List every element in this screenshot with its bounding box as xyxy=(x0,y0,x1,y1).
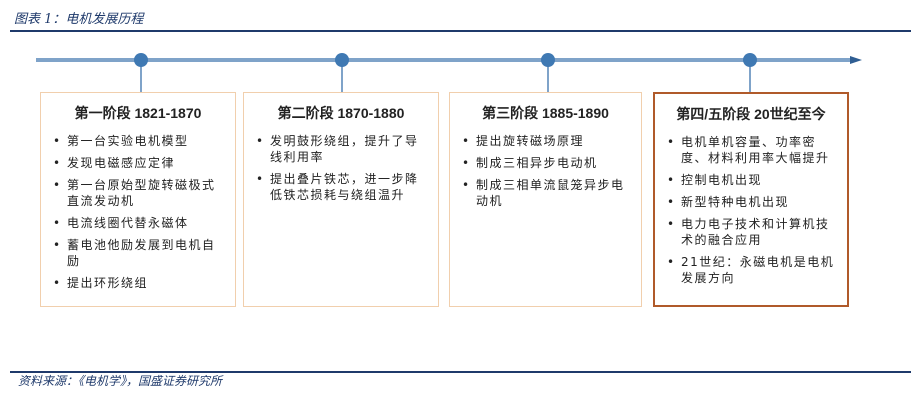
stage-item: 电机单机容量、功率密度、材料利用率大幅提升 xyxy=(667,134,835,166)
stage-item: 提出环形绕组 xyxy=(53,275,223,291)
stage-item: 第一台实验电机模型 xyxy=(53,133,223,149)
timeline-node-4 xyxy=(743,53,757,67)
stage-item: 21世纪：永磁电机是电机发展方向 xyxy=(667,254,835,286)
stage-items: 发明鼓形绕组，提升了导线利用率 提出叠片铁芯，进一步降低铁芯损耗与绕组温升 xyxy=(256,133,426,203)
source-note: 资料来源：《电机学》，国盛证券研究所 xyxy=(18,374,223,388)
stage-item: 提出叠片铁芯，进一步降低铁芯损耗与绕组温升 xyxy=(256,171,426,203)
stage-card-2: 第二阶段 1870-1880 发明鼓形绕组，提升了导线利用率 提出叠片铁芯，进一… xyxy=(243,92,439,307)
stage-item: 制成三相异步电动机 xyxy=(462,155,629,171)
stage-items: 提出旋转磁场原理 制成三相异步电动机 制成三相单流鼠笼异步电动机 xyxy=(462,133,629,209)
stage-card-1: 第一阶段 1821-1870 第一台实验电机模型 发现电磁感应定律 第一台原始型… xyxy=(40,92,236,307)
stage-card-4: 第四/五阶段 20世纪至今 电机单机容量、功率密度、材料利用率大幅提升 控制电机… xyxy=(653,92,849,307)
timeline-node-3 xyxy=(541,53,555,67)
stage-item: 电流线圈代替永磁体 xyxy=(53,215,223,231)
timeline-node-1 xyxy=(134,53,148,67)
timeline-node-2 xyxy=(335,53,349,67)
stage-title: 第二阶段 1870-1880 xyxy=(277,105,405,121)
stage-item: 提出旋转磁场原理 xyxy=(462,133,629,149)
stage-item: 控制电机出现 xyxy=(667,172,835,188)
timeline-arrow-icon xyxy=(850,56,862,64)
stage-title: 第四/五阶段 20世纪至今 xyxy=(676,106,826,122)
stage-card-3: 第三阶段 1885-1890 提出旋转磁场原理 制成三相异步电动机 制成三相单流… xyxy=(449,92,642,307)
stage-items: 第一台实验电机模型 发现电磁感应定律 第一台原始型旋转磁极式直流发动机 电流线圈… xyxy=(53,133,223,291)
stage-items: 电机单机容量、功率密度、材料利用率大幅提升 控制电机出现 新型特种电机出现 电力… xyxy=(667,134,835,286)
stage-title: 第一阶段 1821-1870 xyxy=(74,105,202,121)
stage-item: 新型特种电机出现 xyxy=(667,194,835,210)
stage-item: 发现电磁感应定律 xyxy=(53,155,223,171)
stage-item: 第一台原始型旋转磁极式直流发动机 xyxy=(53,177,223,209)
top-divider xyxy=(10,30,911,32)
stage-item: 蓄电池他励发展到电机自励 xyxy=(53,237,223,269)
stage-title: 第三阶段 1885-1890 xyxy=(482,105,609,121)
bottom-divider xyxy=(10,371,911,373)
figure-title: 图表 1：电机发展历程 xyxy=(14,12,144,27)
stage-item: 发明鼓形绕组，提升了导线利用率 xyxy=(256,133,426,165)
stage-item: 电力电子技术和计算机技术的融合应用 xyxy=(667,216,835,248)
stage-item: 制成三相单流鼠笼异步电动机 xyxy=(462,177,629,209)
